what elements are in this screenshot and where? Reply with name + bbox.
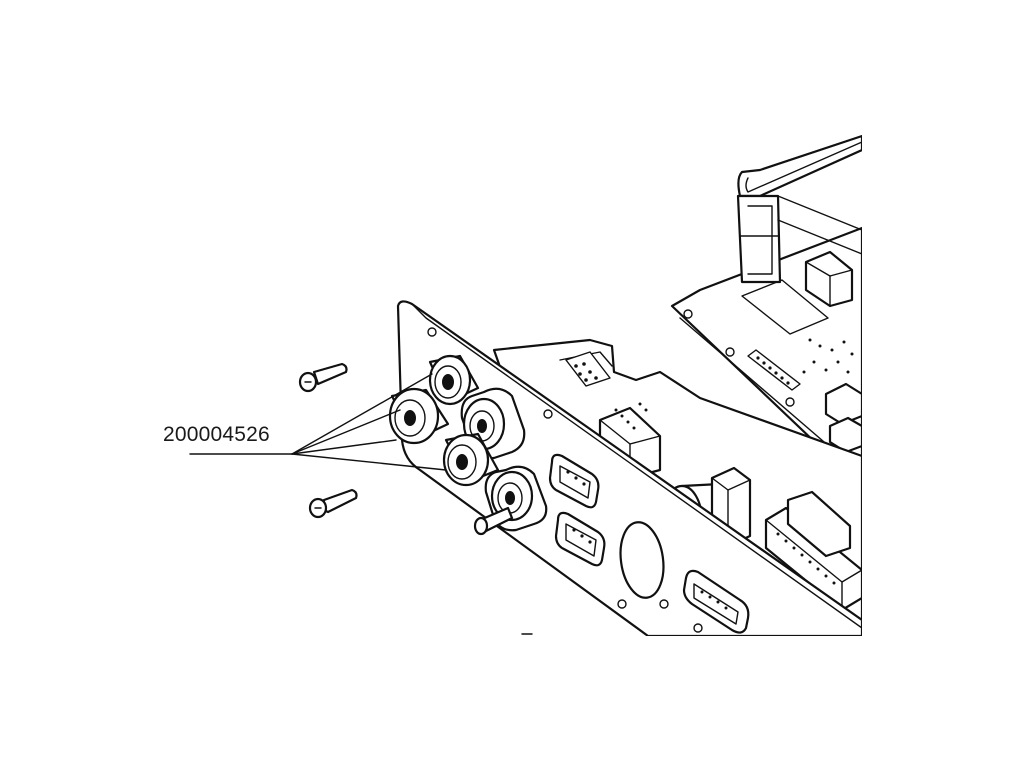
part-number-label: 200004526	[163, 423, 270, 446]
screw-upper	[298, 362, 348, 393]
circular-connector-5	[473, 465, 548, 536]
rear-circuit-board	[670, 226, 862, 472]
circular-connectors	[388, 354, 548, 536]
d-sub-connector-lower	[554, 511, 606, 567]
pin-header	[747, 349, 801, 391]
callout-leader-lines	[189, 373, 447, 471]
via-pattern	[802, 338, 854, 374]
rectangular-connector	[682, 569, 750, 634]
d-sub-connector-upper	[548, 453, 600, 509]
top-rail-handle	[736, 134, 862, 284]
front-panel-plate	[396, 300, 862, 636]
circular-connector-2	[388, 387, 450, 445]
circular-connector-4	[442, 432, 500, 487]
screw-lower	[308, 488, 358, 519]
circular-connector-1	[428, 354, 480, 406]
long-pin-header	[764, 506, 862, 612]
